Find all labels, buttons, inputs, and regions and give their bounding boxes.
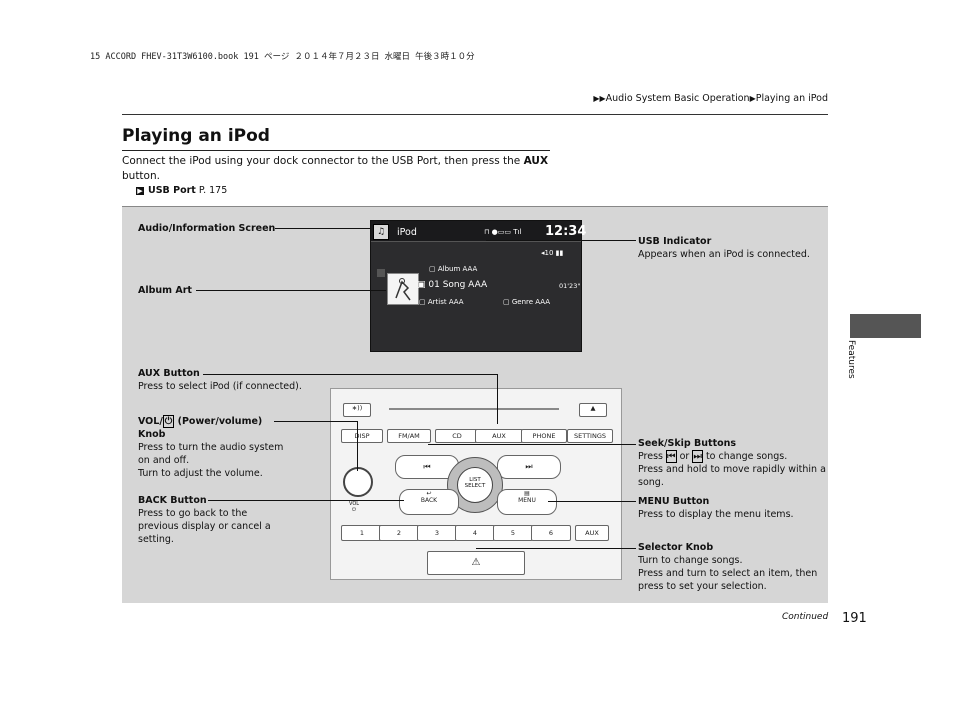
cross-reference[interactable]: ▶ USB Port P. 175 — [136, 185, 227, 196]
leader-line — [196, 290, 386, 291]
leader-line — [203, 374, 498, 375]
breadcrumb-part2: Playing an iPod — [755, 93, 828, 104]
seek-forward-button[interactable]: ⏭ — [497, 455, 561, 479]
preset-6-button[interactable]: 6 — [531, 525, 571, 541]
leader-line — [486, 240, 636, 241]
leader-line — [548, 501, 636, 502]
audio-info-screen: ♫ iPod ⊓ ●▭▭ Tıl 12:34 ◂10 ▮▮ ▢ Album AA… — [370, 220, 586, 352]
menu-button[interactable]: ▤MENU — [497, 489, 557, 515]
intro-text: Connect the iPod using your dock connect… — [122, 155, 524, 167]
cd-slot — [389, 408, 559, 410]
audio-head-unit: ∗)) ▲ DISP FM/AM CD AUX PHONE SETTINGS ⏮… — [330, 388, 622, 580]
disp-button[interactable]: DISP — [341, 429, 383, 443]
xref-label[interactable]: USB Port — [148, 185, 196, 196]
volume-knob[interactable] — [343, 467, 373, 497]
music-note-icon: ♫ — [373, 224, 389, 240]
hazard-button[interactable]: ⚠ — [427, 551, 525, 575]
album-art-icon — [395, 278, 411, 301]
skip-forward-icon: ⏭ — [692, 450, 703, 463]
leader-line — [275, 228, 370, 229]
preset-2-button[interactable]: 2 — [379, 525, 419, 541]
back-arrow-icon: ↩ — [426, 490, 432, 497]
menu-icon: ▤ — [524, 490, 530, 497]
fmam-button[interactable]: FM/AM — [387, 429, 431, 443]
xref-arrow-icon: ▶ — [136, 186, 144, 195]
bluetooth-icon[interactable]: ∗)) — [343, 403, 371, 417]
page-title: Playing an iPod — [122, 126, 270, 146]
file-header: 15 ACCORD FHEV-31T3W6100.book 191 ページ ２０… — [90, 52, 475, 62]
section-label: Features — [846, 340, 856, 379]
screen-top-bar — [371, 221, 581, 242]
aux-input-button[interactable]: AUX — [575, 525, 609, 541]
list-label: LIST — [469, 477, 481, 483]
screen-volume: ◂10 ▮▮ — [541, 249, 564, 257]
preset-1-button[interactable]: 1 — [341, 525, 383, 541]
back-label: BACK — [420, 497, 438, 504]
usb-indicator-icon: ⊓ ●▭▭ Tıl — [484, 228, 522, 236]
leader-line — [208, 500, 404, 501]
screen-genre: ▢ Genre AAA — [503, 298, 551, 306]
breadcrumb-part1[interactable]: Audio System Basic Operation — [605, 93, 750, 104]
album-art — [387, 273, 419, 305]
leader-line — [476, 548, 636, 549]
phone-button[interactable]: PHONE — [521, 429, 567, 443]
menu-label: MENU — [518, 497, 536, 504]
leader-line — [274, 421, 358, 422]
intro-bold: AUX — [523, 155, 549, 167]
select-label: SELECT — [464, 483, 486, 489]
breadcrumb-arrow-icon: ▶ — [749, 94, 756, 103]
callout-audio-info: Audio/Information Screen — [138, 223, 276, 234]
aux-button[interactable]: AUX — [475, 429, 523, 443]
screen-song: ▣ 01 Song AAA — [417, 280, 488, 290]
screen-clock: 12:34 — [545, 224, 587, 239]
xref-page: P. 175 — [195, 185, 228, 196]
preset-4-button[interactable]: 4 — [455, 525, 495, 541]
screen-album: ▢ Album AAA — [429, 265, 478, 273]
preset-5-button[interactable]: 5 — [493, 525, 533, 541]
screen-time: 01'23" — [559, 282, 581, 290]
preset-3-button[interactable]: 3 — [417, 525, 457, 541]
continued-label: Continued — [782, 612, 829, 622]
title-rule — [122, 150, 550, 151]
intro-end: button. — [122, 170, 160, 182]
vol-label: VOL⏻ — [349, 501, 360, 513]
leader-line — [428, 444, 636, 445]
eject-icon[interactable]: ▲ — [579, 403, 607, 417]
screen-marker — [377, 269, 385, 277]
screen-artist: ▢ Artist AAA — [419, 298, 464, 306]
cd-button[interactable]: CD — [435, 429, 479, 443]
callout-album-art: Album Art — [138, 285, 192, 296]
leader-line — [357, 421, 358, 471]
page-number: 191 — [842, 611, 867, 626]
intro-paragraph: Connect the iPod using your dock connect… — [122, 154, 552, 184]
leader-line — [497, 374, 498, 424]
section-tab — [850, 314, 921, 338]
breadcrumb: ▶▶Audio System Basic Operation▶Playing a… — [593, 93, 828, 104]
breadcrumb-arrow-icon: ▶▶ — [593, 94, 606, 103]
power-icon: ⏻ — [162, 415, 175, 428]
settings-button[interactable]: SETTINGS — [567, 429, 613, 443]
selector-knob[interactable]: LIST SELECT — [457, 467, 493, 503]
back-button[interactable]: ↩BACK — [399, 489, 459, 515]
power-icon: ⏻ — [352, 507, 357, 513]
screen-source: iPod — [397, 227, 417, 238]
skip-back-icon: ⏮ — [666, 450, 677, 463]
header-rule — [122, 114, 828, 115]
